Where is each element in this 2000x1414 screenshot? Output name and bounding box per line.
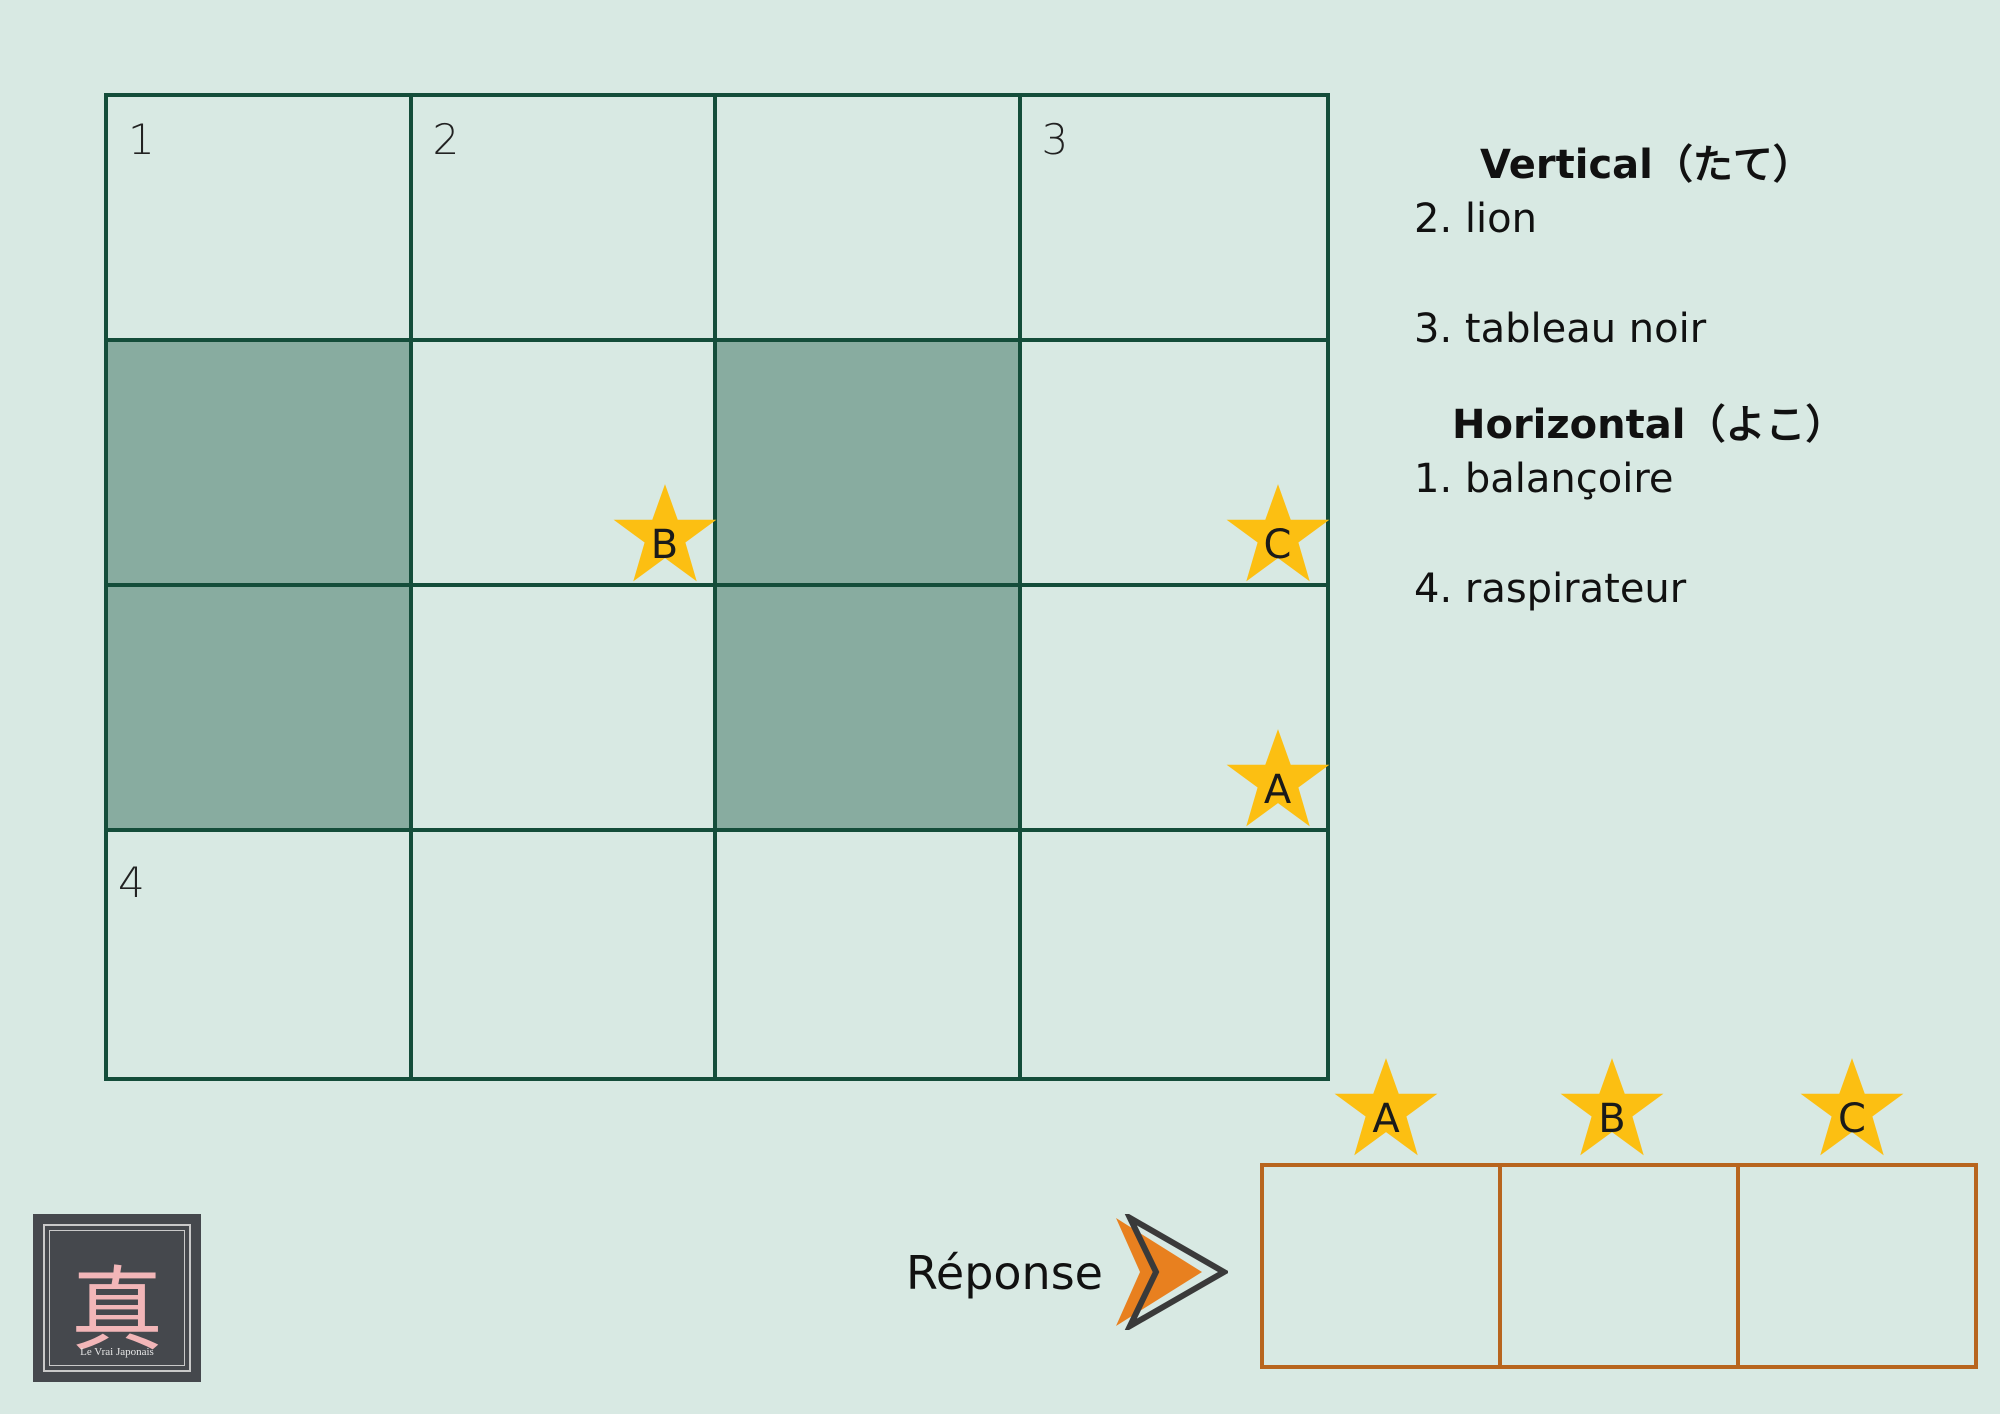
star-icon [1334, 1058, 1438, 1156]
horizontal-clue: 4. raspirateur [1414, 566, 1687, 612]
answer-slot-a[interactable] [1264, 1167, 1502, 1365]
star-marker-c: C [1224, 484, 1332, 588]
grid-cell[interactable]: C [1021, 342, 1329, 587]
cell-number: 3 [1041, 115, 1069, 164]
cell-number: 1 [128, 115, 155, 164]
grid-cell[interactable]: A [1021, 587, 1329, 832]
answer-label: Réponse [906, 1246, 1103, 1300]
clue-list: Vertical（たて） 2. lion 3. tableau noir Hor… [1414, 138, 1974, 616]
logo-kanji: 真 [70, 1257, 163, 1364]
star-label: A [1263, 767, 1292, 813]
grid-cell[interactable]: 4 [108, 832, 413, 1077]
answer-box [1260, 1163, 1978, 1369]
blocked-cell [717, 342, 1022, 587]
horizontal-heading: Horizontal（よこ） [1452, 402, 1846, 448]
logo-frame-inner [49, 1230, 185, 1366]
star-label: C [1263, 522, 1292, 568]
star-label: B [1598, 1096, 1626, 1142]
cell-number: 2 [432, 115, 460, 164]
star-marker-b: B [611, 484, 719, 588]
logo-text: Le Vrai Japonais [80, 1346, 154, 1358]
logo-frame [43, 1224, 191, 1372]
logo: 真 Le Vrai Japonais [33, 1214, 201, 1382]
star-icon [1560, 1058, 1664, 1156]
star-marker-a: A [1224, 729, 1332, 833]
grid-cell[interactable] [412, 832, 717, 1077]
grid-cell[interactable]: 2 [412, 97, 717, 342]
grid-cell[interactable]: 1 [108, 97, 413, 342]
vertical-clue: 3. tableau noir [1414, 306, 1707, 352]
grid-cell[interactable]: 3 [1021, 97, 1326, 342]
answer-slot-b[interactable] [1502, 1167, 1740, 1365]
star-icon [613, 484, 716, 582]
vertical-clue: 2. lion [1414, 196, 1537, 242]
star-icon [1800, 1058, 1904, 1156]
grid-cell[interactable]: B [412, 342, 719, 588]
star-label: A [1372, 1096, 1400, 1142]
crossword-grid: 1 2 3 B C A 4 [104, 93, 1330, 1081]
star-label: C [1838, 1096, 1866, 1142]
grid-cell[interactable] [412, 587, 717, 832]
star-icon [1226, 484, 1329, 582]
blocked-cell [108, 342, 413, 587]
blocked-cell [717, 587, 1022, 832]
star-icon [1226, 729, 1329, 827]
cell-number: 4 [118, 858, 145, 907]
arrow-right-icon [1116, 1214, 1228, 1330]
answer-star-c: C [1798, 1058, 1906, 1162]
horizontal-clue: 1. balançoire [1414, 456, 1674, 502]
grid-cell[interactable] [717, 832, 1022, 1077]
answer-star-a: A [1332, 1058, 1440, 1162]
star-label: B [650, 522, 679, 568]
answer-star-b: B [1558, 1058, 1666, 1162]
grid-cell[interactable] [1021, 832, 1326, 1077]
answer-slot-c[interactable] [1740, 1167, 1974, 1365]
blocked-cell [108, 587, 413, 832]
vertical-heading: Vertical（たて） [1480, 142, 1813, 188]
grid-cell[interactable] [717, 97, 1022, 342]
